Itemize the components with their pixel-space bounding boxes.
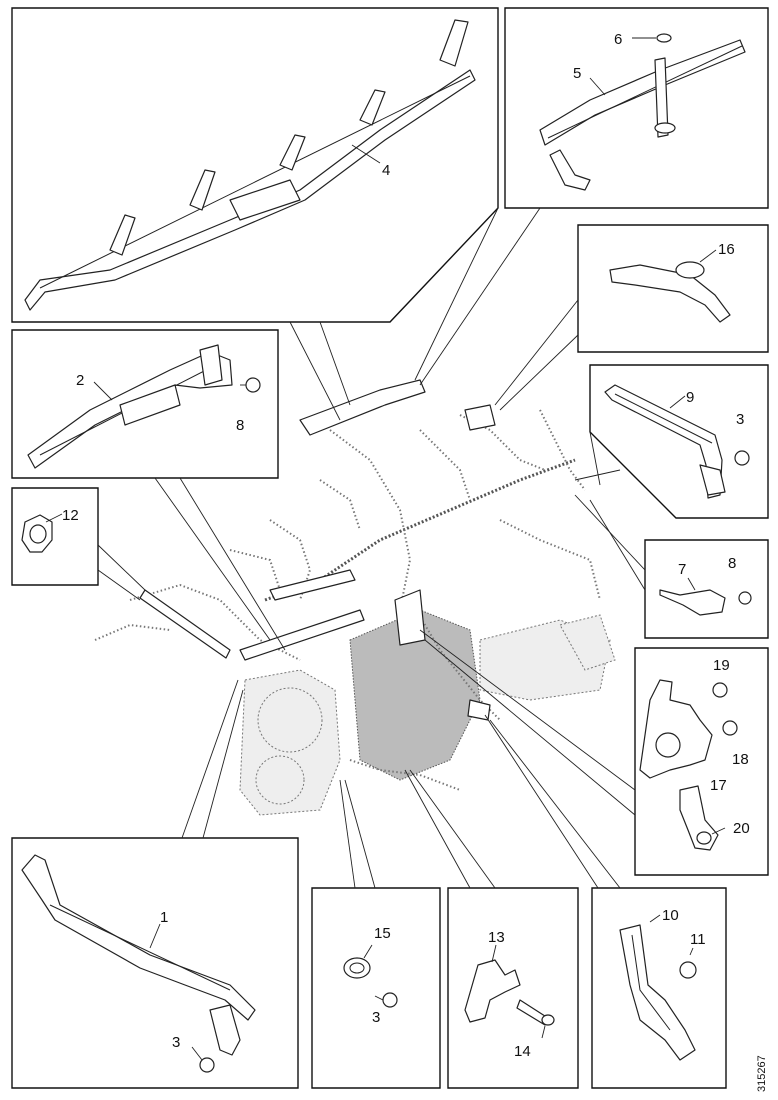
callout-7: 7	[678, 561, 686, 578]
callout-10: 10	[662, 907, 679, 924]
detail-box-part-4: 4	[11, 7, 499, 323]
callout-19: 19	[713, 657, 730, 674]
detail-box-part-16: 16	[577, 224, 769, 353]
detail-box-parts-17-20: 19 18 17 20	[634, 647, 769, 876]
detail-box-part-12: 12	[11, 487, 99, 586]
detail-box-parts-1-3: 1 3	[11, 837, 299, 1089]
detail-box-parts-15-3: 15 3	[311, 887, 441, 1089]
callout-11: 11	[690, 931, 706, 948]
callout-9: 9	[686, 389, 694, 406]
callout-3b: 3	[172, 1034, 180, 1051]
detail-box-parts-5-6: 5 6	[504, 7, 769, 209]
callout-3a: 3	[736, 411, 744, 428]
detail-box-parts-7-8: 7 8	[644, 539, 769, 639]
central-assembly	[94, 379, 616, 816]
callout-13: 13	[488, 929, 505, 946]
callout-18: 18	[732, 751, 749, 768]
callout-16: 16	[718, 241, 735, 258]
callout-20: 20	[733, 820, 750, 837]
detail-box-parts-13-14: 13 14	[447, 887, 579, 1089]
callout-14: 14	[514, 1043, 531, 1060]
callout-1: 1	[160, 909, 168, 926]
reference-number: 315267	[756, 1055, 768, 1092]
callout-12: 12	[62, 507, 79, 524]
callout-8b: 8	[728, 555, 736, 572]
callout-15: 15	[374, 925, 391, 942]
callout-6: 6	[614, 31, 622, 48]
detail-box-parts-9-3: 9 3	[589, 364, 769, 519]
leader-lines	[97, 207, 646, 889]
callout-2: 2	[76, 372, 84, 389]
detail-box-parts-10-11: 10 11	[591, 887, 727, 1089]
detail-box-parts-2-8: 2 8	[11, 329, 279, 479]
callout-4: 4	[382, 162, 390, 179]
callout-3c: 3	[372, 1009, 380, 1026]
callout-17: 17	[710, 777, 727, 794]
callout-5: 5	[573, 65, 581, 82]
callout-8a: 8	[236, 417, 244, 434]
